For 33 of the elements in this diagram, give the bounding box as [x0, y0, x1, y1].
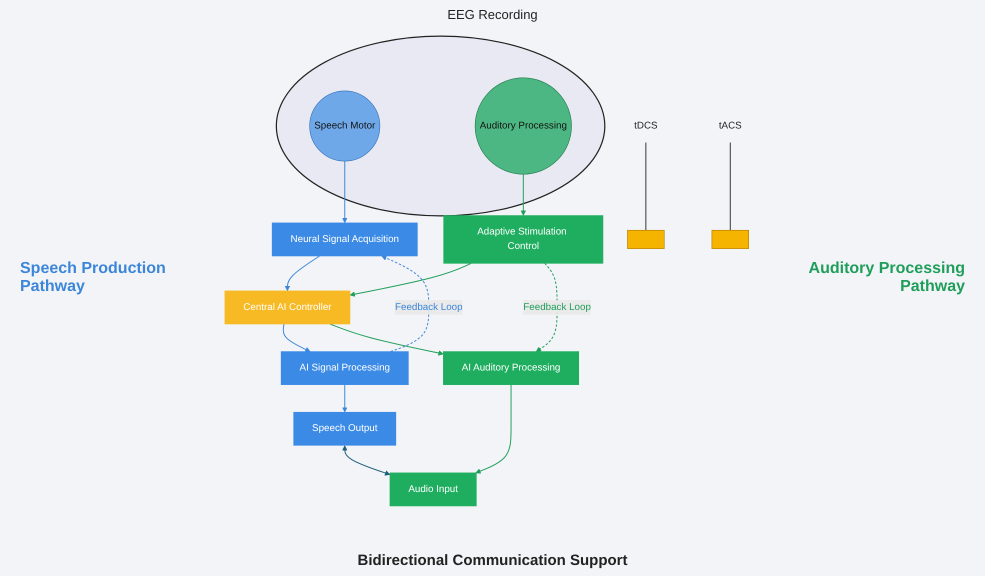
section-heading: Speech Production Pathway: [20, 260, 167, 296]
node-box: [224, 290, 350, 324]
edge-label: Feedback Loop: [523, 302, 591, 312]
node-box: [443, 351, 580, 385]
connector: [645, 142, 646, 231]
node-box: [293, 412, 396, 446]
node-box: [390, 472, 477, 506]
node-box: [712, 230, 749, 249]
node-circle: [309, 90, 380, 162]
node-box: [443, 215, 604, 264]
node-box: [627, 230, 665, 249]
connector: [730, 142, 731, 231]
annotation-text: Bidirectional Communication Support: [357, 552, 628, 569]
arrow: [284, 256, 320, 292]
section-heading: Auditory Processing Pathway: [808, 260, 965, 296]
arrow: [342, 384, 348, 412]
arrow: [342, 445, 390, 476]
arrow: [342, 160, 348, 224]
node-text: tDCS: [634, 120, 658, 131]
node-circle: [474, 78, 572, 174]
arrow: [329, 324, 444, 356]
flowchart-drawing: Feedback Loop Feedback Loop Speech Motor Auditory Processing tDCS tACS Neural Signal Acquisition Adaptive Stimulation Control Central AI Controller AI Signal Processing AI Auditory Processing Speech Output Audio Input: [220, 28, 765, 542]
node-box: [280, 351, 409, 385]
arrow: [381, 256, 430, 352]
annotation-text: EEG Recording: [447, 7, 538, 22]
node-box: [272, 222, 418, 256]
node-text: tACS: [718, 120, 742, 131]
arrow: [536, 262, 558, 352]
arrow: [282, 324, 310, 352]
arrow: [520, 174, 526, 216]
arrow: [350, 262, 472, 297]
edge-label: Feedback Loop: [395, 302, 463, 312]
arrow: [475, 384, 512, 474]
